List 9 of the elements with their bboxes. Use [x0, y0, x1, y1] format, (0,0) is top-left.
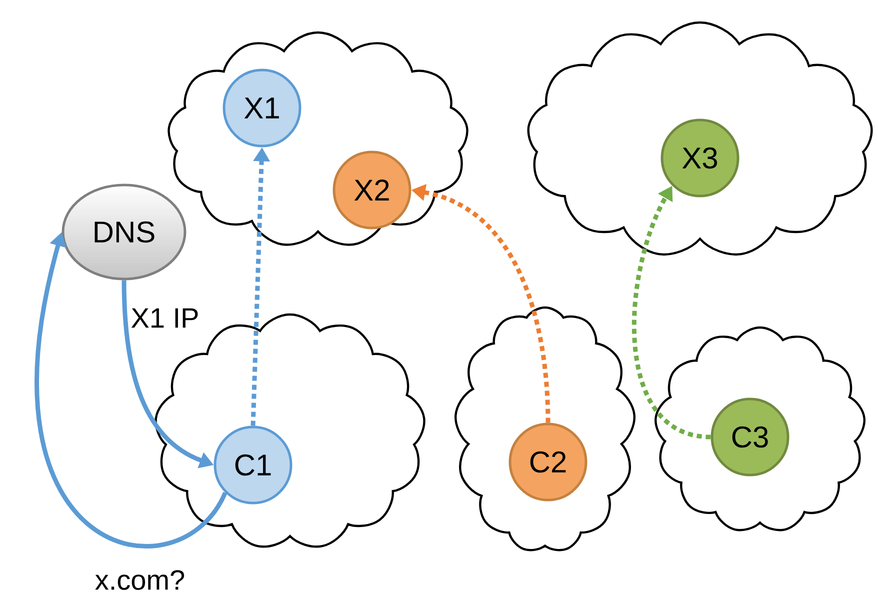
- edge-label: X1 IP: [130, 307, 200, 329]
- circle-node: C2: [508, 422, 588, 502]
- circle-node: C1: [214, 426, 292, 504]
- circle-node: X3: [660, 118, 740, 198]
- cloud-shape: [527, 21, 873, 256]
- circle-node: C3: [710, 398, 790, 476]
- edge-label: x.com?: [94, 569, 186, 591]
- circle-node: X2: [332, 150, 412, 230]
- circle-node: X1: [222, 68, 302, 148]
